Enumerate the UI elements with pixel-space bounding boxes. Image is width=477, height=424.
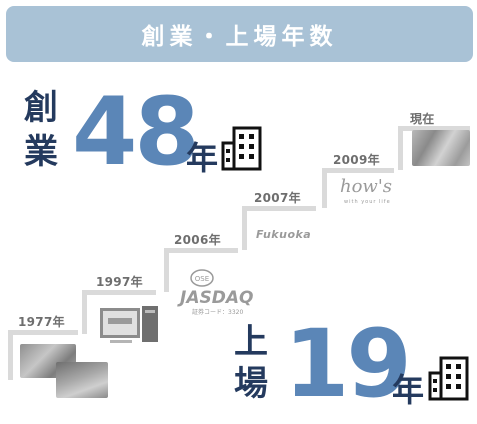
ose-emblem-icon: OSE — [190, 269, 214, 287]
founding-number: 48 — [72, 78, 200, 187]
listing-label-top: 上 — [234, 322, 268, 362]
listing-number: 19 — [284, 310, 412, 419]
founding-label-top: 創 — [24, 88, 58, 128]
timeline-step — [8, 330, 78, 335]
store-photo-1977-b — [56, 362, 108, 398]
fukuoka-logo: Fukuoka — [256, 228, 312, 241]
timeline-step — [242, 206, 316, 211]
timeline-step-riser — [164, 248, 169, 292]
timeline-step-riser — [398, 126, 403, 170]
timeline-step-riser — [322, 168, 327, 208]
jasdaq-code: 証券コード：3320 — [192, 309, 244, 316]
building-icon — [428, 356, 469, 401]
header-bar: 創業・上場年数 — [6, 6, 473, 62]
timeline-year-1977: 1977年 — [18, 315, 65, 329]
timeline-step-riser — [82, 290, 87, 334]
timeline-step — [322, 168, 394, 173]
timeline-step-riser — [8, 330, 13, 380]
computer-icon — [100, 306, 158, 343]
timeline-step — [164, 248, 238, 253]
timeline-step — [82, 290, 156, 295]
timeline-year-now: 現在 — [410, 112, 435, 126]
timeline-year-1997: 1997年 — [96, 275, 143, 289]
listing-label-bottom: 場 — [234, 364, 268, 404]
header-title: 創業・上場年数 — [141, 24, 338, 50]
store-photo-now — [412, 130, 470, 166]
timeline-step — [398, 126, 470, 131]
jasdaq-logo: JASDAQ — [180, 288, 254, 308]
building-icon — [221, 126, 262, 171]
hows-tagline: with your life — [344, 199, 391, 205]
timeline-year-2009: 2009年 — [333, 153, 380, 167]
timeline-year-2006: 2006年 — [174, 233, 221, 247]
timeline-step-riser — [242, 206, 247, 250]
founding-label-bottom: 業 — [24, 132, 58, 172]
svg-text:OSE: OSE — [195, 275, 209, 283]
listing-unit: 年 — [392, 371, 425, 409]
hows-logo: how's — [340, 176, 393, 197]
founding-unit: 年 — [186, 139, 219, 177]
timeline-year-2007: 2007年 — [254, 191, 301, 205]
